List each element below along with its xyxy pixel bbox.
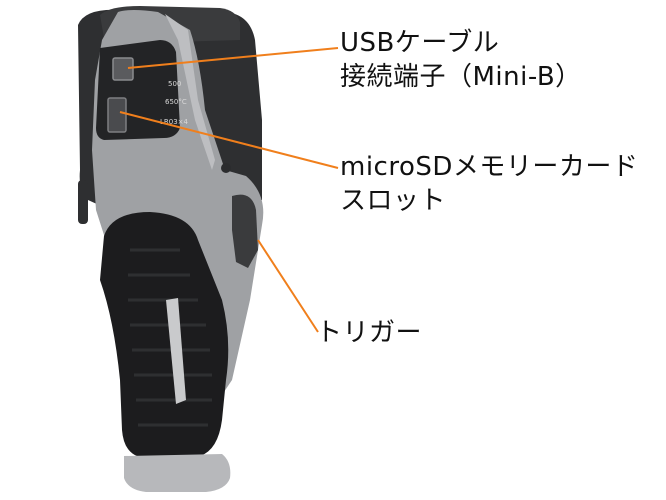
sd-callout-line2: スロット <box>340 186 447 216</box>
usb-callout-line1: USBケーブル <box>340 28 500 58</box>
microsd-slot <box>107 97 127 133</box>
sd-leader-line <box>119 111 339 169</box>
marking-650c: 650°C <box>165 98 187 106</box>
bottom-cap <box>124 454 231 492</box>
grip-inset <box>166 298 186 404</box>
screw <box>221 163 231 173</box>
marking-500: 500 <box>168 80 181 88</box>
usb-callout-line2: 接続端子（Mini-B） <box>340 62 582 92</box>
trigger-callout-label: トリガー <box>316 316 422 350</box>
trigger-leader-line <box>257 239 319 333</box>
usb-leader-line <box>127 47 339 69</box>
sd-callout-line1: microSDメモリーカード <box>340 152 639 182</box>
trigger <box>232 194 258 268</box>
mini-usb-port <box>112 57 134 81</box>
marking-lr03x4: LR03×4 <box>160 118 189 126</box>
side-body-highlight <box>165 14 215 170</box>
sd-callout-label: microSDメモリーカード スロット <box>340 150 638 218</box>
side-button <box>78 180 88 224</box>
trigger-callout-line1: トリガー <box>316 318 423 348</box>
usb-callout-label: USBケーブル 接続端子（Mini-B） <box>340 26 582 94</box>
